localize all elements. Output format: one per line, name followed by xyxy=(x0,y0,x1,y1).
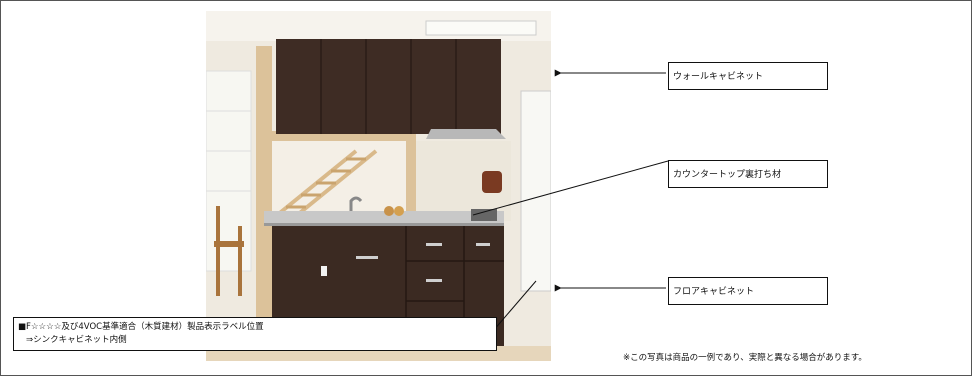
line-label-position xyxy=(492,280,537,332)
label-position-note: ■F☆☆☆☆及び4VOC基準適合（木質建材）製品表示ラベル位置 ⇒シンクキャビネ… xyxy=(13,317,497,351)
line-counter-backing xyxy=(472,160,669,216)
callout-counter-backing: カウンタートップ裏打ち材 xyxy=(668,160,828,188)
kitchen-photo xyxy=(206,11,551,361)
callout-wall-cabinet: ウォールキャビネット xyxy=(668,62,828,90)
photo-disclaimer: ※この写真は商品の一例であり、実際と異なる場合があります。 xyxy=(623,353,867,363)
label-note-line-2: ⇒シンクキャビネット内側 xyxy=(26,335,127,345)
callout-floor-cabinet: フロアキャビネット xyxy=(668,277,828,305)
kitchen-illustration xyxy=(206,11,551,361)
label-note-line-1: ■F☆☆☆☆及び4VOC基準適合（木質建材）製品表示ラベル位置 xyxy=(18,322,264,332)
